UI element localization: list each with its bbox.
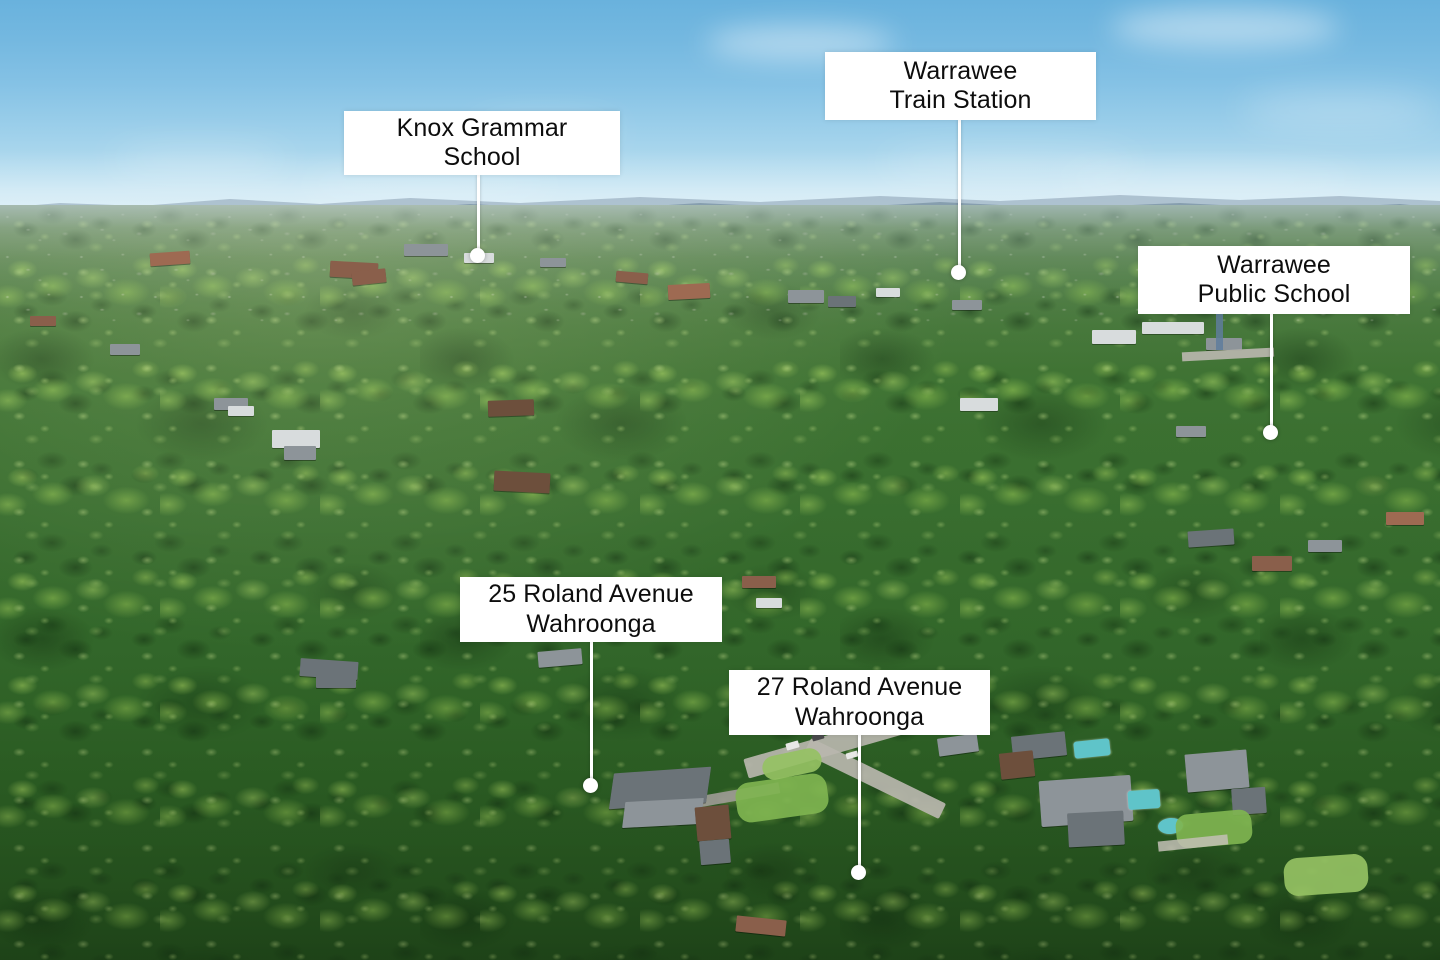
rooftop [110,344,140,355]
callout-label-27-roland-avenue[interactable]: 27 Roland Avenue Wahroonga [729,670,990,735]
rooftop [742,576,776,588]
rooftop [487,399,535,417]
house-25-roland-wing [694,804,732,842]
rooftop [30,316,56,326]
station-structure [1216,312,1223,350]
neighbouring-house-roof [1067,810,1125,848]
location-dot [1262,424,1278,440]
rooftop [284,446,316,460]
rooftop [1176,426,1206,437]
leader-line [1270,314,1273,432]
leader-line [958,120,961,272]
rooftop [1308,540,1342,552]
leader-line [477,175,480,255]
neighbouring-house-roof [1184,749,1250,793]
cloud [1110,8,1340,48]
rooftop [756,598,782,608]
rooftop [876,288,900,297]
rooftop [272,430,320,448]
cloud [1240,92,1440,128]
location-dot [850,864,866,880]
callout-label-warrawee-train-station[interactable]: Warrawee Train Station [825,52,1096,120]
rooftop [316,674,356,688]
callout-label-knox-grammar-school[interactable]: Knox Grammar School [344,111,620,175]
rooftop [952,300,982,310]
location-dot [469,247,485,263]
rooftop [1187,528,1235,548]
callout-label-warrawee-public-school[interactable]: Warrawee Public School [1138,246,1410,314]
house-25-roland-roof [622,797,704,829]
rooftop [1092,330,1136,344]
callout-label-25-roland-avenue[interactable]: 25 Roland Avenue Wahroonga [460,577,722,642]
rooftop [1252,556,1292,571]
rooftop [1142,322,1204,334]
rooftop [149,250,191,267]
location-dot [950,264,966,280]
lawn [1282,853,1370,897]
leader-line [858,735,861,872]
rooftop [667,282,711,301]
rooftop [493,470,551,494]
rooftop [788,290,824,303]
rooftop [228,406,254,416]
rooftop [1386,512,1424,525]
rooftop [1206,338,1242,350]
rooftop [540,258,566,267]
swimming-pool [1127,788,1161,811]
rooftop [960,398,998,411]
rooftop [828,296,856,307]
rooftop [404,244,448,256]
house-25-roland-wing [699,838,731,866]
location-dot [582,777,598,793]
neighbouring-house-roof [998,750,1036,780]
leader-line [590,642,593,785]
